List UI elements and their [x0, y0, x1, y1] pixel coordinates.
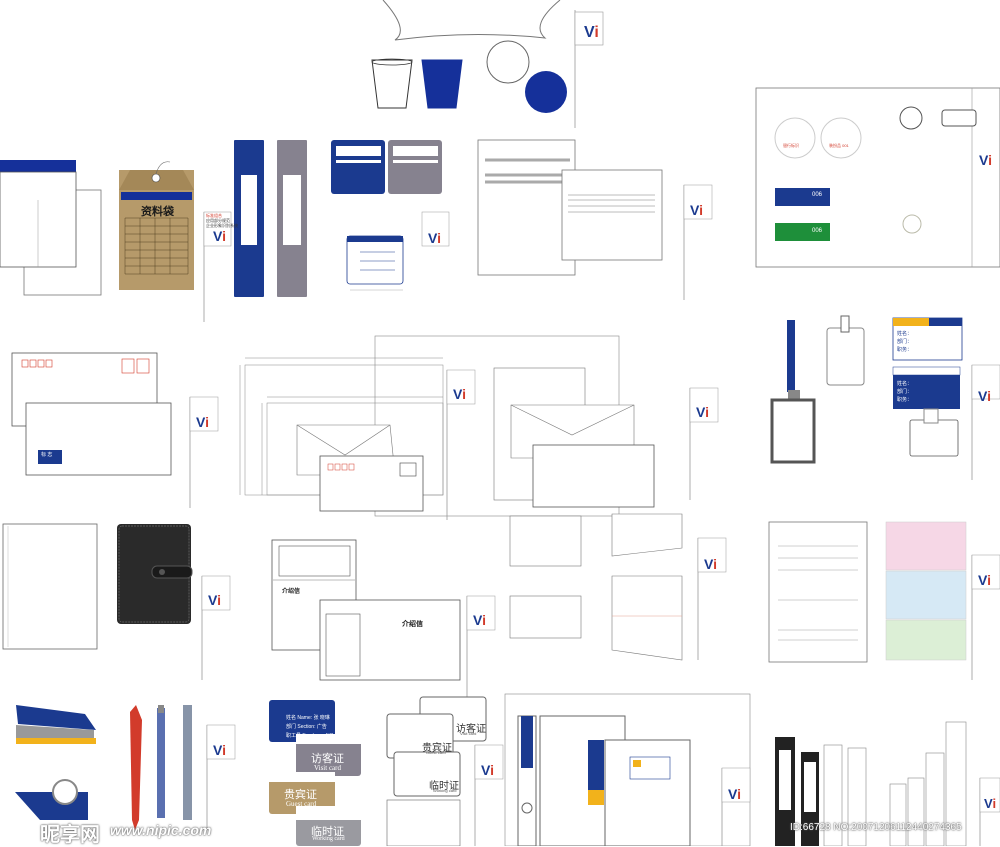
- envelope-badge: 标 志: [41, 452, 53, 458]
- temp-card-white-cn: 临时证: [429, 781, 459, 792]
- archive-bag-title: 资料袋: [141, 206, 174, 218]
- id-card-blue-labels: 姓名： 部门： 职务：: [897, 381, 913, 403]
- lanyard-strap: [787, 320, 795, 392]
- visitor-card-gray: [296, 734, 361, 776]
- vi-mark-letter: Vi: [473, 612, 486, 628]
- vi-mark-boxes: Vi: [704, 556, 717, 572]
- vi-mark-binders: Vi: [984, 796, 997, 811]
- green-nameplate: [775, 223, 830, 241]
- clear-card-holder: [826, 327, 865, 386]
- vi-mark-cards: Vi: [481, 762, 494, 778]
- official-document: [768, 521, 868, 663]
- id-card-labels: 姓名： 部门： 职务：: [897, 331, 913, 353]
- blue-employee-card: [269, 700, 335, 742]
- guest-card-white-cn: 贵宾证: [422, 743, 452, 754]
- blue-coaster: [525, 71, 567, 113]
- employee-card-text: 姓名 Name: 张 晓琳 部门 Section: 广告 职工号 Employe…: [286, 715, 348, 739]
- temp-card-cn: 临时证: [311, 826, 344, 838]
- guest-card-en: Guest card: [286, 800, 317, 808]
- name-card: [346, 235, 404, 285]
- note-block: 标准组合 应用部分规范 企业形象识别系统: [206, 213, 238, 228]
- badge-card: [909, 419, 959, 457]
- vi-mark-envelope: Vi: [196, 414, 209, 430]
- round-badge-2: [820, 117, 862, 159]
- vi-mark-badges: Vi: [979, 152, 992, 168]
- vi-mark-card: Vi: [428, 230, 441, 246]
- form-sheet-2: [561, 169, 663, 261]
- guest-card-white-en: Guest card: [426, 750, 446, 755]
- round-badge-text-2: 装扮品 001: [829, 143, 849, 148]
- temp-card-en: Working card: [312, 836, 345, 842]
- vi-mark-form: Vi: [690, 202, 703, 218]
- clipboard: [604, 739, 691, 846]
- white-cup: [371, 59, 413, 109]
- pink-receipt: [885, 521, 967, 571]
- vi-mark-id: Vi: [978, 388, 991, 404]
- intro-letter-title-small: 介绍信: [282, 589, 301, 595]
- guest-card-cn: 贵宾证: [284, 789, 317, 801]
- gray-pen: [183, 705, 192, 820]
- temp-card-white: [393, 751, 461, 797]
- intro-letter-title: 介绍信: [402, 621, 423, 628]
- watermark-url: www.nipic.com: [110, 822, 212, 838]
- vi-mark-pens: Vi: [213, 742, 226, 758]
- visitor-card-cn: 访客证: [311, 753, 344, 765]
- vi-mark-top: Vi: [584, 24, 599, 41]
- red-pen: [130, 705, 142, 830]
- vi-mark-bag: Vi: [213, 228, 226, 244]
- vi-mark-folders: Vi: [728, 786, 741, 802]
- blue-receipt: [885, 570, 967, 620]
- white-coaster: [486, 40, 530, 84]
- temp-card-white-en: Working card: [433, 788, 457, 793]
- nameplate-number-2: 006: [812, 228, 823, 234]
- blue-nameplate: [775, 188, 830, 206]
- blue-pen: [157, 708, 165, 818]
- visitor-card-en: Visit card: [314, 764, 341, 772]
- stapler: [16, 705, 96, 730]
- watermark-id: ID:66728 NO:20071206112440274365: [790, 822, 962, 833]
- notebook: [2, 523, 98, 650]
- nameplate-number-1: 006: [812, 192, 823, 198]
- visitor-card-white-en: Visit card: [460, 731, 477, 736]
- watermark-logo: 昵享网: [40, 824, 100, 846]
- round-badge-1: [774, 117, 816, 159]
- vi-mark-receipts: Vi: [978, 572, 991, 588]
- vi-mark-envelope-right: Vi: [696, 404, 709, 420]
- form-sheet: [477, 139, 576, 276]
- vi-mark-center: Vi: [453, 386, 466, 402]
- cup-sleeve-outline: [382, 0, 561, 41]
- vi-mark-notebook: Vi: [208, 592, 221, 608]
- blue-cup: [421, 59, 463, 109]
- round-badge-text-1: 银行标识: [783, 143, 799, 148]
- visitor-card-white-cn: 访客证: [456, 724, 486, 735]
- guest-card-kraft: [269, 772, 335, 814]
- id-card-holder: [770, 398, 816, 464]
- green-receipt: [885, 619, 967, 661]
